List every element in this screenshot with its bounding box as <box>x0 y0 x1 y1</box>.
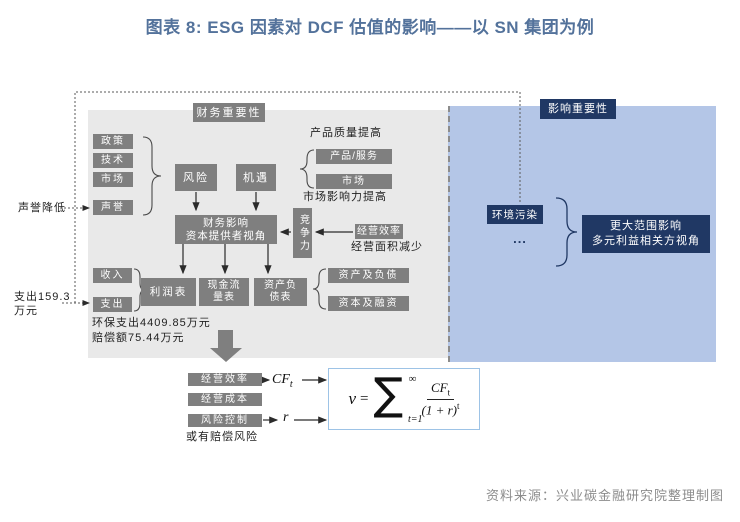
expense-amount-label: 支出159.3 万元 <box>14 290 71 318</box>
opportunity-box: 机遇 <box>236 164 276 191</box>
expense-box: 支出 <box>93 297 132 312</box>
operating-area-note: 经营面积减少 <box>351 241 423 253</box>
product-service-box: 产品/服务 <box>316 149 392 164</box>
cashflow-line1: 现金流 <box>207 280 241 291</box>
figure-title: 图表 8: ESG 因素对 DCF 估值的影响——以 SN 集团为例 <box>145 18 595 37</box>
cashflow-line2: 量表 <box>213 292 235 303</box>
cf-variable-label: CFt <box>272 372 293 390</box>
fraction-numerator: CFt <box>426 380 455 400</box>
formula-fraction: CFt (1 + r)t <box>422 380 460 418</box>
balance-line1: 资产负 <box>264 280 297 291</box>
sigma-lower-limit: t=1 <box>407 414 423 425</box>
formula-cost-box: 经营成本 <box>188 393 262 406</box>
pollution-box: 环境污染 <box>487 205 543 224</box>
financial-impact-box: 财务影响 资本提供者视角 <box>175 215 277 244</box>
market-influence-note: 市场影响力提高 <box>303 191 387 203</box>
formula-sigma-group: ∑ ∞ t=1 <box>372 369 423 427</box>
balance-line2: 债表 <box>269 292 292 303</box>
capital-financing-box: 资本及融资 <box>328 296 409 311</box>
factor-technology-box: 技术 <box>93 153 133 168</box>
compensation-note: 赔偿额75.44万元 <box>92 332 185 344</box>
formula-efficiency-box: 经营效率 <box>188 373 262 386</box>
sigma-upper-limit: ∞ <box>408 373 417 385</box>
contingent-risk-note: 或有赔偿风险 <box>186 431 258 443</box>
competitiveness-box: 竞争力 <box>293 208 312 258</box>
balance-sheet-box: 资产负 债表 <box>254 278 307 306</box>
financial-materiality-header: 财务重要性 <box>193 103 265 122</box>
reputation-decline-label: 声誉降低 <box>18 202 66 214</box>
formula-risk-control-box: 风险控制 <box>188 414 262 427</box>
formula-equals: = <box>360 390 369 407</box>
fraction-denominator: (1 + r)t <box>421 400 460 417</box>
assets-liabilities-box: 资产及负债 <box>328 268 409 283</box>
factor-market-box: 市场 <box>93 172 133 187</box>
sigma-symbol: ∑ <box>373 369 404 420</box>
cashflow-statement-box: 现金流 量表 <box>199 278 249 306</box>
factor-reputation-box: 声誉 <box>93 200 133 215</box>
factor-policy-box: 政策 <box>93 134 133 149</box>
financial-impact-line1: 财务影响 <box>203 216 249 229</box>
financial-impact-line2: 资本提供者视角 <box>185 229 267 242</box>
income-box: 收入 <box>93 268 132 283</box>
operating-efficiency-box: 经营效率 <box>355 224 403 239</box>
r-variable-label: r <box>283 410 289 425</box>
stakeholder-box: 更大范围影响 多元利益相关方视角 <box>582 215 710 253</box>
expense-amount-line1: 支出159.3 <box>14 291 71 303</box>
product-quality-note: 产品质量提高 <box>310 127 382 139</box>
profit-statement-box: 利润表 <box>141 278 196 306</box>
dcf-formula-box: v = ∑ ∞ t=1 CFt (1 + r)t <box>328 368 480 430</box>
ellipsis-label: ... <box>513 231 527 246</box>
market-box: 市场 <box>316 174 392 189</box>
formula-v: v <box>348 389 357 408</box>
stakeholder-line1: 更大范围影响 <box>610 220 682 232</box>
stakeholder-line2: 多元利益相关方视角 <box>592 235 700 247</box>
impact-materiality-header: 影响重要性 <box>540 99 616 119</box>
expense-amount-line2: 万元 <box>14 305 38 317</box>
env-expense-note: 环保支出4409.85万元 <box>92 317 211 329</box>
source-note: 资料来源：兴业碳金融研究院整理制图 <box>485 488 724 503</box>
risk-box: 风险 <box>175 164 217 191</box>
